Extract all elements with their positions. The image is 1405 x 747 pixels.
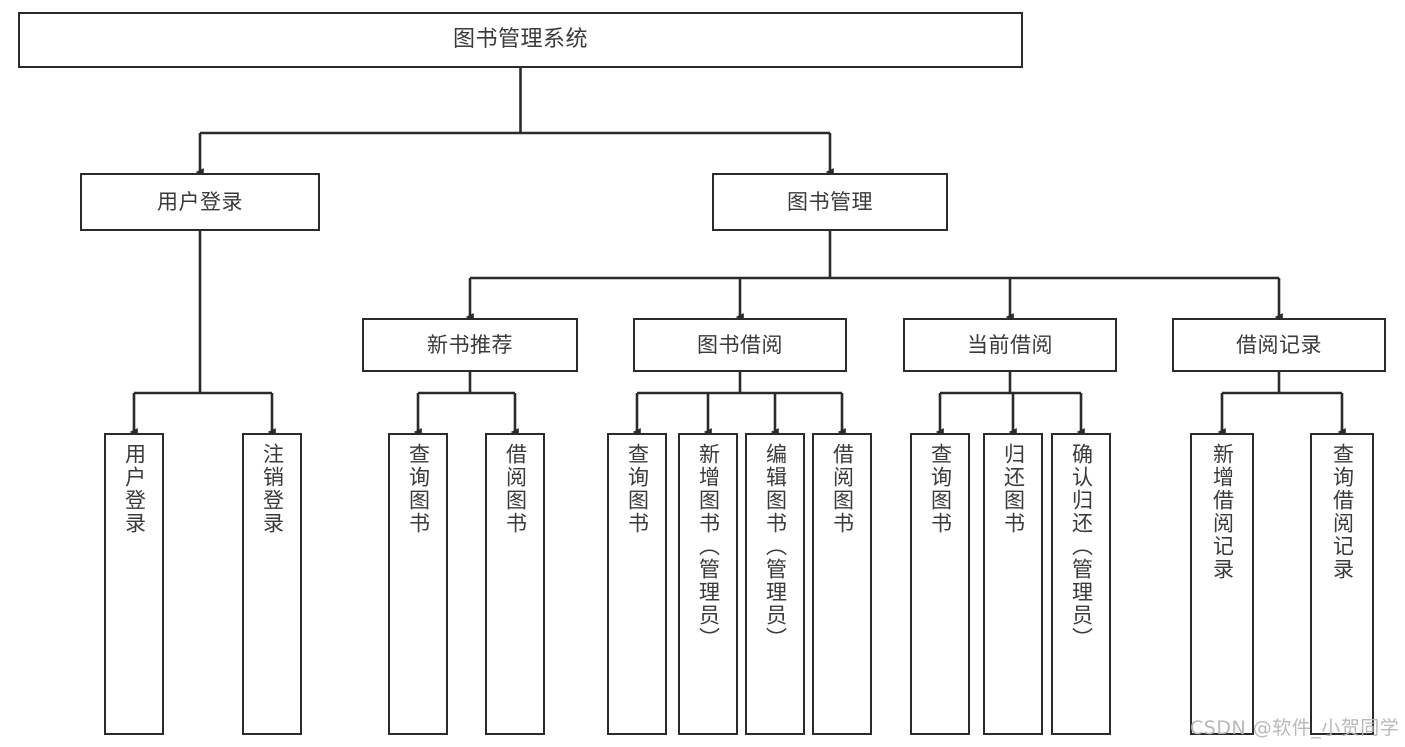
node-label-leaf-borrow-book-1: 借阅图书 xyxy=(503,443,528,535)
node-label-leaf-return-book: 归还图书 xyxy=(1001,443,1026,535)
node-root[interactable]: 图书管理系统 xyxy=(18,12,1023,68)
node-user-login[interactable]: 用户登录 xyxy=(80,173,320,231)
node-leaf-query-book-3[interactable]: 查询图书 xyxy=(910,433,970,735)
node-label-leaf-query-book-3: 查询图书 xyxy=(928,443,953,535)
node-label-leaf-user-logout: 注销登录 xyxy=(260,443,285,535)
node-leaf-query-book-2[interactable]: 查询图书 xyxy=(607,433,667,735)
node-leaf-query-book-1[interactable]: 查询图书 xyxy=(388,433,448,735)
node-label-leaf-query-book-2: 查询图书 xyxy=(625,443,650,535)
node-label-user-login: 用户登录 xyxy=(157,189,243,214)
node-leaf-user-login[interactable]: 用户登录 xyxy=(104,433,164,735)
node-leaf-add-record[interactable]: 新增借阅记录 xyxy=(1190,433,1254,735)
node-label-new-book-rec: 新书推荐 xyxy=(427,332,513,357)
node-leaf-return-book[interactable]: 归还图书 xyxy=(983,433,1043,735)
node-label-leaf-borrow-book-2: 借阅图书 xyxy=(830,443,855,535)
node-leaf-query-record[interactable]: 查询借阅记录 xyxy=(1310,433,1374,735)
node-leaf-edit-book[interactable]: 编辑图书（管理员） xyxy=(745,433,805,735)
node-label-leaf-add-book: 新增图书（管理员） xyxy=(696,443,721,650)
node-leaf-borrow-book-1[interactable]: 借阅图书 xyxy=(485,433,545,735)
node-label-borrow-record: 借阅记录 xyxy=(1236,332,1322,357)
node-book-manage[interactable]: 图书管理 xyxy=(712,173,948,231)
node-book-borrow[interactable]: 图书借阅 xyxy=(633,318,847,372)
node-leaf-borrow-book-2[interactable]: 借阅图书 xyxy=(812,433,872,735)
node-label-leaf-user-login: 用户登录 xyxy=(122,443,147,535)
node-new-book-rec[interactable]: 新书推荐 xyxy=(362,318,578,372)
node-current-borrow[interactable]: 当前借阅 xyxy=(903,318,1117,372)
node-label-leaf-query-record: 查询借阅记录 xyxy=(1330,443,1355,581)
node-label-book-manage: 图书管理 xyxy=(787,189,873,214)
node-label-leaf-confirm-return: 确认归还（管理员） xyxy=(1069,443,1094,650)
watermark-label: CSDN @软件_小贺同学 xyxy=(1190,717,1400,739)
node-leaf-add-book[interactable]: 新增图书（管理员） xyxy=(678,433,738,735)
node-label-leaf-edit-book: 编辑图书（管理员） xyxy=(763,443,788,650)
node-label-root: 图书管理系统 xyxy=(452,27,588,53)
node-borrow-record[interactable]: 借阅记录 xyxy=(1172,318,1386,372)
node-label-book-borrow: 图书借阅 xyxy=(697,332,783,357)
node-label-leaf-query-book-1: 查询图书 xyxy=(406,443,431,535)
node-leaf-user-logout[interactable]: 注销登录 xyxy=(242,433,302,735)
node-label-leaf-add-record: 新增借阅记录 xyxy=(1210,443,1235,581)
node-leaf-confirm-return[interactable]: 确认归还（管理员） xyxy=(1051,433,1111,735)
node-label-current-borrow: 当前借阅 xyxy=(967,332,1053,357)
